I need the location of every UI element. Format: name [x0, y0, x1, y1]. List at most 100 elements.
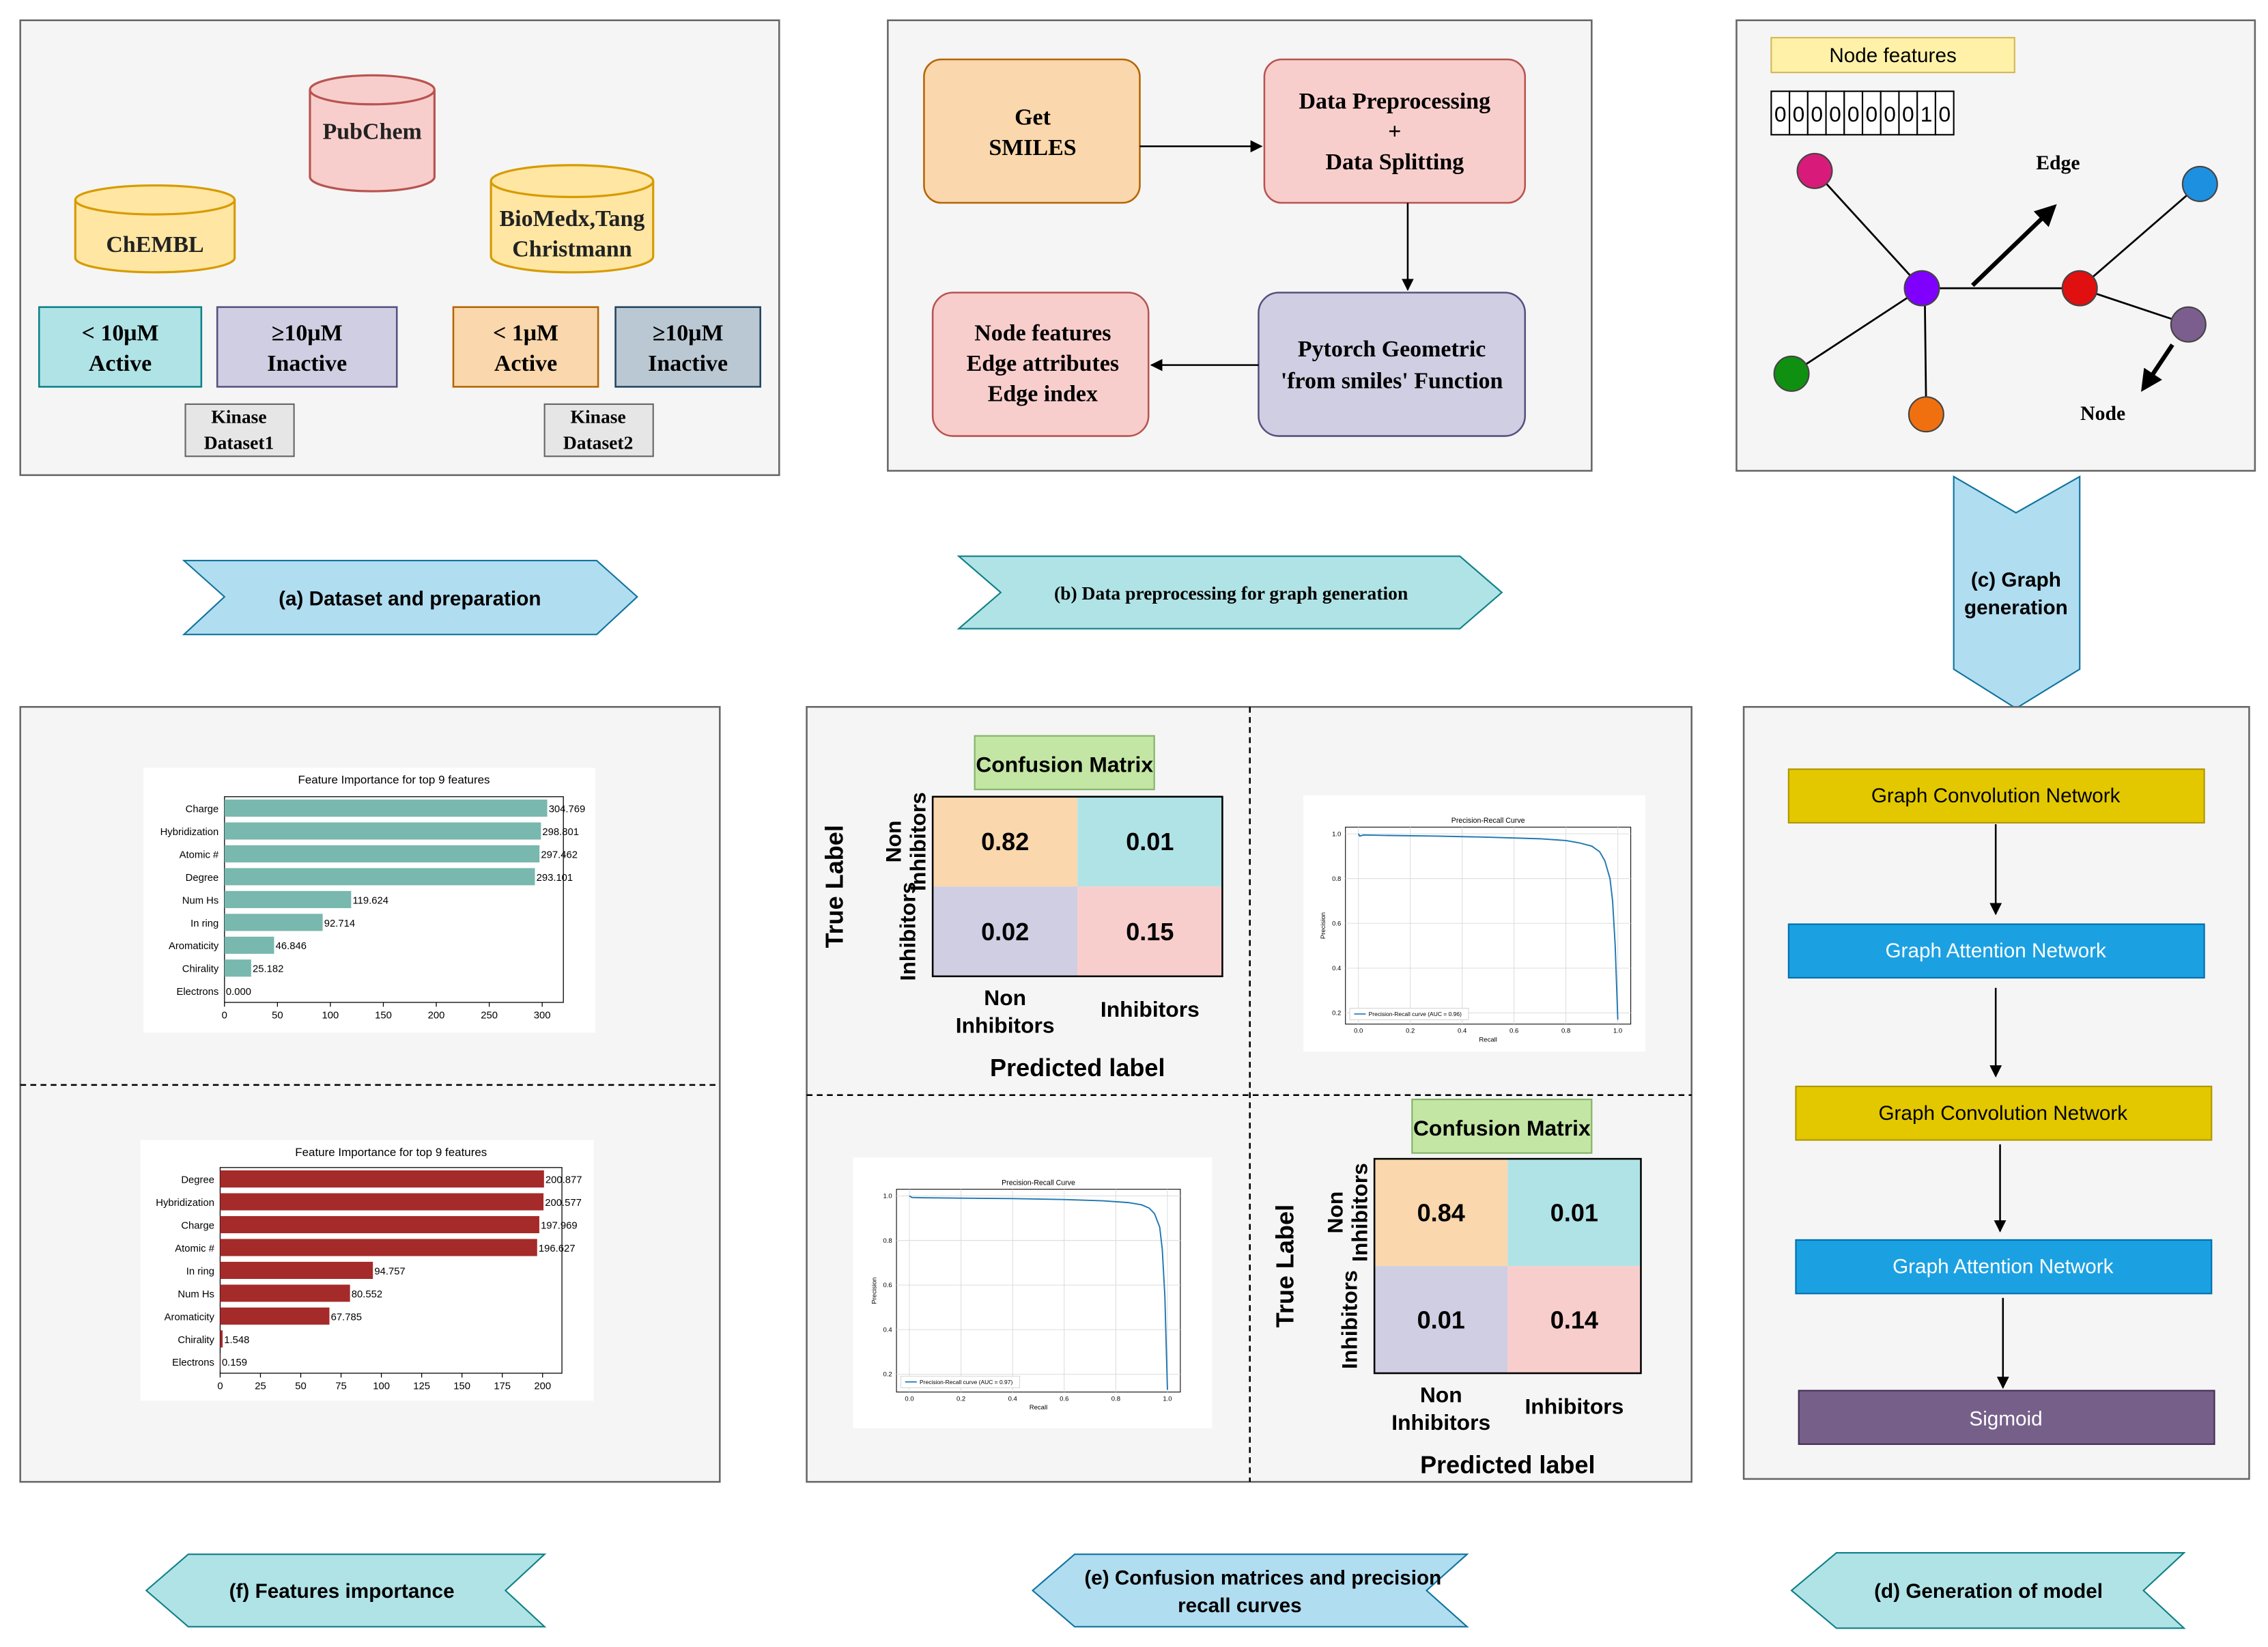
- chart-title: Feature Importance for top 9 features: [295, 1146, 487, 1159]
- pr-curve-line: [909, 1195, 1168, 1390]
- y-tick-label: 1.0: [883, 1193, 892, 1200]
- y-tick-label: 1.0: [1332, 830, 1341, 838]
- bar: [224, 890, 352, 908]
- x-tick-label: 1.0: [1163, 1395, 1172, 1403]
- cm-border: [931, 796, 1223, 978]
- bar-category-label: Degree: [186, 873, 219, 884]
- k1-active-label: Active: [89, 351, 152, 376]
- layer-gat-2-label: Graph Attention Network: [1893, 1256, 2114, 1278]
- x-tick-label: 0.6: [1509, 1028, 1518, 1035]
- panel-d: Graph Convolution Network Graph Attentio…: [1742, 705, 2250, 1480]
- pubchem-database: PubChem: [309, 74, 436, 193]
- x-tick-label: 200: [534, 1381, 551, 1392]
- chembl-database: ChEMBL: [74, 184, 236, 274]
- vector-cell: [1934, 90, 1955, 136]
- graph-node-magenta: [1796, 152, 1833, 189]
- edge-label: Edge: [2036, 152, 2080, 174]
- vector-value: 1: [1920, 102, 1933, 126]
- bar-category-label: In ring: [186, 1266, 214, 1277]
- x-tick-label: 75: [335, 1381, 347, 1392]
- bar: [224, 868, 535, 886]
- bar: [220, 1330, 223, 1348]
- y-tick-label: 0.2: [883, 1371, 892, 1379]
- x-tick-label: 0.2: [1406, 1028, 1415, 1035]
- panel-b: Get SMILES Data Preprocessing + Data Spl…: [887, 19, 1593, 472]
- bar-category-label: Hybridization: [156, 1198, 214, 1209]
- cm-value: 0.14: [1550, 1306, 1598, 1334]
- vector-cell: [1825, 90, 1845, 136]
- layer-gcn-2-label: Graph Convolution Network: [1878, 1102, 2127, 1125]
- x-tick-label: 100: [322, 1010, 339, 1021]
- vector-cell: [1880, 90, 1900, 136]
- k1-active-box: < 10μM Active: [38, 306, 203, 388]
- arrow-f: (f) Features importance: [145, 1553, 547, 1628]
- k2-inactive-label: Inactive: [648, 351, 728, 376]
- vector-value: 0: [1866, 102, 1878, 126]
- vector-value: 0: [1811, 102, 1823, 126]
- output-line1: Node features: [974, 321, 1111, 346]
- k2-inactive-box: ≥10μM Inactive: [614, 306, 761, 388]
- arrow-b: (b) Data preprocessing for graph generat…: [956, 555, 1503, 630]
- cm-cell: [1374, 1266, 1508, 1374]
- cm-row-label: Inhibitors: [896, 882, 920, 981]
- x-tick-label: 50: [272, 1010, 283, 1021]
- cm-value: 0.01: [1417, 1306, 1465, 1334]
- bar-value-label: 197.969: [541, 1220, 578, 1231]
- cm-value: 0.01: [1550, 1198, 1598, 1226]
- plot-frame: [1345, 826, 1632, 1025]
- feature-importance-chart-2: Feature Importance for top 9 featuresDeg…: [140, 1140, 594, 1401]
- cm-row-label-line: Non: [1322, 1192, 1347, 1234]
- bar-value-label: 25.182: [253, 964, 283, 975]
- cm-ylabel: True Label: [1271, 1205, 1299, 1327]
- bar: [224, 799, 548, 817]
- bar-category-label: Degree: [181, 1174, 214, 1185]
- x-tick-label: 0.4: [1008, 1395, 1018, 1403]
- kinase-dataset1-label: Kinase Dataset1: [184, 403, 295, 458]
- chart-title: Feature Importance for top 9 features: [298, 774, 490, 787]
- x-tick-label: 250: [481, 1010, 498, 1021]
- cm-value: 0.02: [981, 918, 1029, 946]
- graph-edges: [1791, 170, 2201, 414]
- x-tick-label: 175: [494, 1381, 511, 1392]
- bar-value-label: 0.159: [222, 1357, 247, 1368]
- cm-title: Confusion Matrix: [1413, 1116, 1591, 1140]
- preprocessing-line3: Data Splitting: [1325, 150, 1464, 175]
- node-label: Node: [2080, 403, 2125, 425]
- panel-f: Feature Importance for top 9 featuresCha…: [19, 705, 721, 1483]
- vector-value: 0: [1884, 102, 1896, 126]
- bar: [224, 914, 323, 931]
- layer-gcn-1: Graph Convolution Network: [1787, 768, 2205, 824]
- edge-pointer-arrow: [1971, 203, 2057, 287]
- cm-border: [1373, 1157, 1642, 1375]
- panel-a: PubChem ChEMBL BioMedx,Tang Christmann <…: [19, 19, 780, 477]
- arrow-d: (d) Generation of model: [1790, 1552, 2186, 1629]
- biomedx-label-1: BioMedx,Tang: [500, 206, 645, 231]
- y-tick-label: 0.8: [883, 1237, 892, 1245]
- graph-node-blue: [2181, 165, 2218, 202]
- biomedx-database: BioMedx,Tang Christmann: [490, 164, 655, 274]
- kinase-dataset2-line2: Dataset2: [563, 432, 634, 453]
- pr-ylabel: Precision: [1320, 912, 1327, 939]
- x-tick-label: 0: [217, 1381, 223, 1392]
- vector-value: 0: [1793, 102, 1805, 126]
- k2-active-threshold: < 1μM: [493, 321, 558, 346]
- get-smiles-line1: Get: [1015, 104, 1051, 130]
- arrow-c-label-1: (c) Graph: [1971, 569, 2061, 591]
- cm-value: 0.15: [1126, 918, 1174, 946]
- arrow-e-label-1: (e) Confusion matrices and precision: [1084, 1567, 1441, 1590]
- pr-legend-label: Precision-Recall curve (AUC = 0.96): [1369, 1011, 1462, 1017]
- pytorch-line1: Pytorch Geometric: [1298, 337, 1486, 362]
- x-tick-label: 150: [453, 1381, 470, 1392]
- cm-col-label: Inhibitors: [1525, 1394, 1624, 1418]
- kinase-dataset2-label: Kinase Dataset2: [543, 403, 654, 458]
- get-smiles-line2: SMILES: [989, 135, 1076, 160]
- arrow-c: (c) Graph generation: [1953, 475, 2081, 709]
- bar-value-label: 67.785: [331, 1312, 362, 1323]
- cm-cell: [1507, 1159, 1641, 1267]
- cm-ylabel: True Label: [821, 825, 849, 948]
- arrow-e: (e) Confusion matrices and precision rec…: [1031, 1553, 1469, 1628]
- y-tick-label: 0.4: [1332, 965, 1342, 972]
- bar-value-label: 298.801: [542, 827, 579, 838]
